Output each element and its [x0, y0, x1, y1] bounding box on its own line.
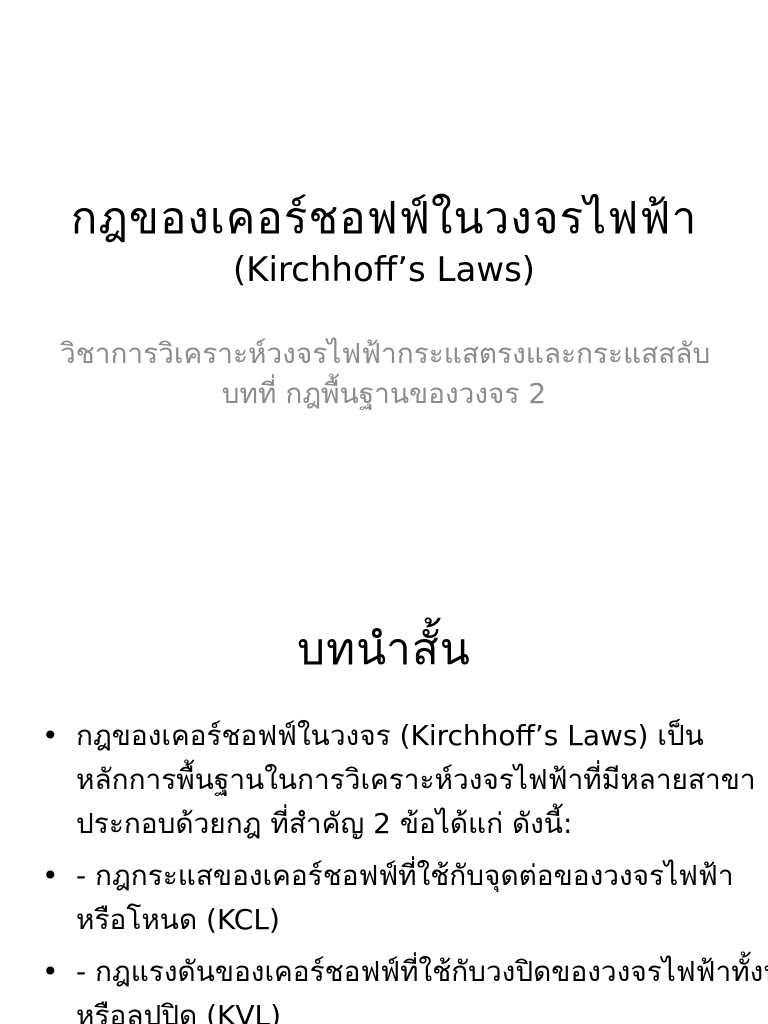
- bullet-text-line: หรือลูปปิด (KVL): [76, 999, 282, 1024]
- title-slide: กฎของเคอร์ชอฟฟ์ในวงจรไฟฟ้า (Kirchhoff’s …: [40, 192, 728, 414]
- slide-title-english: (Kirchhoff’s Laws): [232, 250, 536, 290]
- bullet-item-3: • - กฎแรงดันของเคอร์ชอฟฟ์ที่ใช้กับวงปิดข…: [40, 950, 768, 1024]
- bullet-item-1: • กฎของเคอร์ชอฟฟ์ในวงจร (Kirchhoff’s Law…: [40, 714, 756, 846]
- bullet-text-line: หรือโหนด (KCL): [76, 903, 280, 936]
- bullet-dot-icon: •: [42, 719, 59, 752]
- bullet-text-line: หลักการพื้นฐานในการวิเคราะห์วงจรไฟฟ้าที่…: [76, 763, 756, 796]
- content-slide: บทนำสั้น • กฎของเคอร์ชอฟฟ์ในวงจร (Kirchh…: [0, 576, 768, 1024]
- bullet-dot-icon: •: [42, 859, 59, 892]
- bullet-text-line: - กฎกระแสของเคอร์ชอฟฟ์ที่ใช้กับจุดต่อของ…: [76, 859, 734, 892]
- slide-title: กฎของเคอร์ชอฟฟ์ในวงจรไฟฟ้า: [70, 193, 698, 244]
- subtitle-line-2: บทที่ กฎพื้นฐานของวงจร 2: [221, 377, 547, 410]
- title-block: กฎของเคอร์ชอฟฟ์ในวงจรไฟฟ้า (Kirchhoff’s …: [40, 192, 728, 292]
- bullet-text-line: ประกอบด้วยกฎ ที่สำคัญ 2 ข้อได้แก่ ดังนี้…: [76, 807, 573, 840]
- slide-heading: บทนำสั้น: [297, 624, 471, 675]
- bullet-item-2: • - กฎกระแสของเคอร์ชอฟฟ์ที่ใช้กับจุดต่อข…: [40, 854, 734, 942]
- bullet-dot-icon: •: [42, 955, 59, 988]
- bullet-text-line: กฎของเคอร์ชอฟฟ์ในวงจร (Kirchhoff’s Laws)…: [76, 719, 704, 752]
- slide-subtitle: วิชาการวิเคราะห์วงจรไฟฟ้ากระแสตรงและกระแ…: [60, 334, 711, 414]
- bullet-text-line: - กฎแรงดันของเคอร์ชอฟฟ์ที่ใช้กับวงปิดของ…: [76, 955, 768, 988]
- subtitle-line-1: วิชาการวิเคราะห์วงจรไฟฟ้ากระแสตรงและกระแ…: [60, 337, 711, 370]
- bullet-list: • กฎของเคอร์ชอฟฟ์ในวงจร (Kirchhoff’s Law…: [40, 714, 768, 1024]
